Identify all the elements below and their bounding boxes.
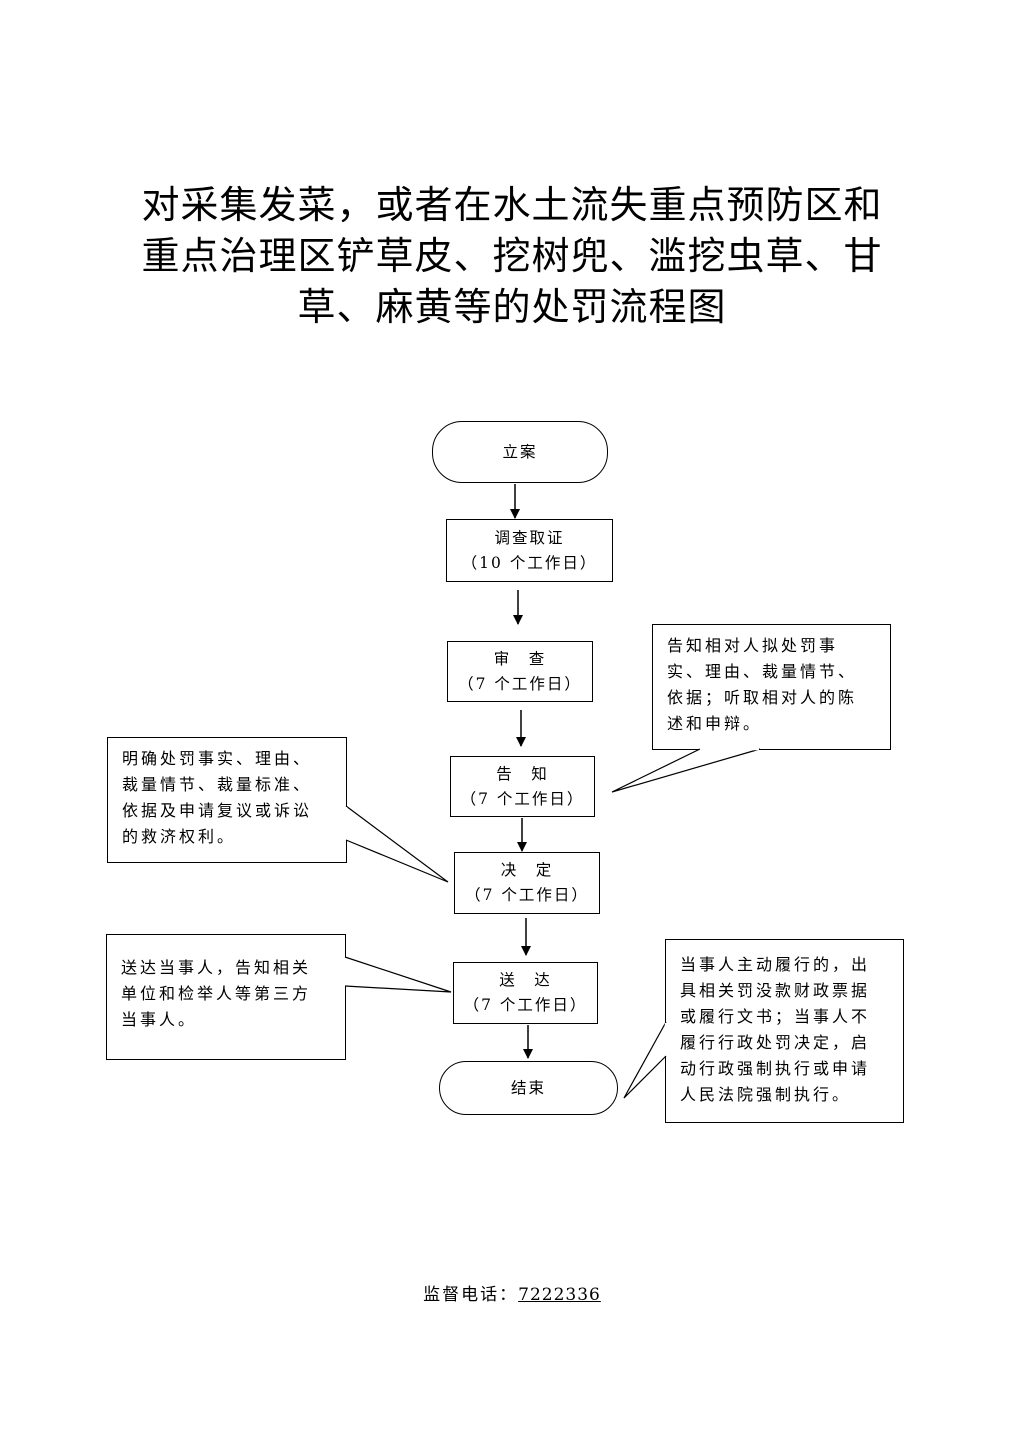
note-line: 告知相对人拟处罚事 (667, 636, 839, 655)
investigate-node: 调查取证 （10 个工作日） (446, 519, 613, 582)
note-notify: 告知相对人拟处罚事 实、理由、裁量情节、 依据；听取相对人的陈 述和申辩。 (652, 624, 891, 750)
notify-label: 告 知 (496, 764, 549, 783)
decide-node: 决 定 （7 个工作日） (454, 852, 600, 914)
note-line: 送达当事人，告知相关 (121, 958, 312, 977)
investigate-days: （10 个工作日） (461, 553, 598, 572)
notify-days: （7 个工作日） (460, 789, 585, 808)
deliver-node: 送 达 （7 个工作日） (453, 962, 598, 1024)
title-line-1: 对采集发菜，或者在水土流失重点预防区和 (141, 183, 883, 227)
footer-phone: 7222336 (518, 1285, 601, 1305)
title-line-3: 草、麻黄等的处罚流程图 (297, 285, 727, 329)
decide-days: （7 个工作日） (465, 886, 589, 904)
start-node: 立案 (432, 421, 608, 483)
review-days: （7 个工作日） (458, 674, 582, 693)
note-line: 具相关罚没款财政票据 (680, 981, 871, 1000)
start-label: 立案 (502, 442, 538, 461)
footer-label: 监督电话： (423, 1285, 519, 1305)
footer: 监督电话：7222336 (0, 1280, 1024, 1305)
note-line: 明确处罚事实、理由、 (122, 749, 313, 768)
note-line: 单位和检举人等第三方 (121, 984, 312, 1003)
note-line: 当事人。 (121, 1010, 198, 1029)
notify-node: 告 知 （7 个工作日） (450, 756, 595, 817)
end-label: 结束 (510, 1078, 546, 1097)
note-line: 动行政强制执行或申请 (680, 1059, 871, 1078)
note-line: 当事人主动履行的，出 (680, 955, 871, 974)
note-line: 的救济权利。 (122, 827, 237, 846)
deliver-label: 送 达 (499, 971, 552, 989)
deliver-days: （7 个工作日） (463, 996, 588, 1014)
review-node: 审 查 （7 个工作日） (447, 641, 593, 702)
note-line: 依据及申请复议或诉讼 (122, 801, 313, 820)
note-end: 当事人主动履行的，出 具相关罚没款财政票据 或履行文书；当事人不 履行行政处罚决… (665, 939, 904, 1123)
note-line: 实、理由、裁量情节、 (667, 662, 858, 681)
investigate-label: 调查取证 (494, 528, 565, 547)
note-line: 裁量情节、裁量标准、 (122, 775, 313, 794)
note-deliver: 送达当事人，告知相关 单位和检举人等第三方 当事人。 (106, 934, 346, 1060)
review-label: 审 查 (493, 649, 547, 668)
note-decide: 明确处罚事实、理由、 裁量情节、裁量标准、 依据及申请复议或诉讼 的救济权利。 (107, 737, 347, 863)
note-line: 人民法院强制执行。 (680, 1085, 852, 1104)
title-line-2: 重点治理区铲草皮、挖树兜、滥挖虫草、甘 (141, 234, 883, 278)
end-node: 结束 (439, 1061, 618, 1115)
note-line: 依据；听取相对人的陈 (667, 688, 858, 707)
note-line: 履行行政处罚决定，启 (680, 1033, 871, 1052)
note-line: 述和申辩。 (667, 714, 763, 733)
page-title: 对采集发菜，或者在水土流失重点预防区和 重点治理区铲草皮、挖树兜、滥挖虫草、甘 … (100, 180, 924, 333)
note-line: 或履行文书；当事人不 (680, 1007, 871, 1026)
decide-label: 决 定 (500, 861, 554, 879)
